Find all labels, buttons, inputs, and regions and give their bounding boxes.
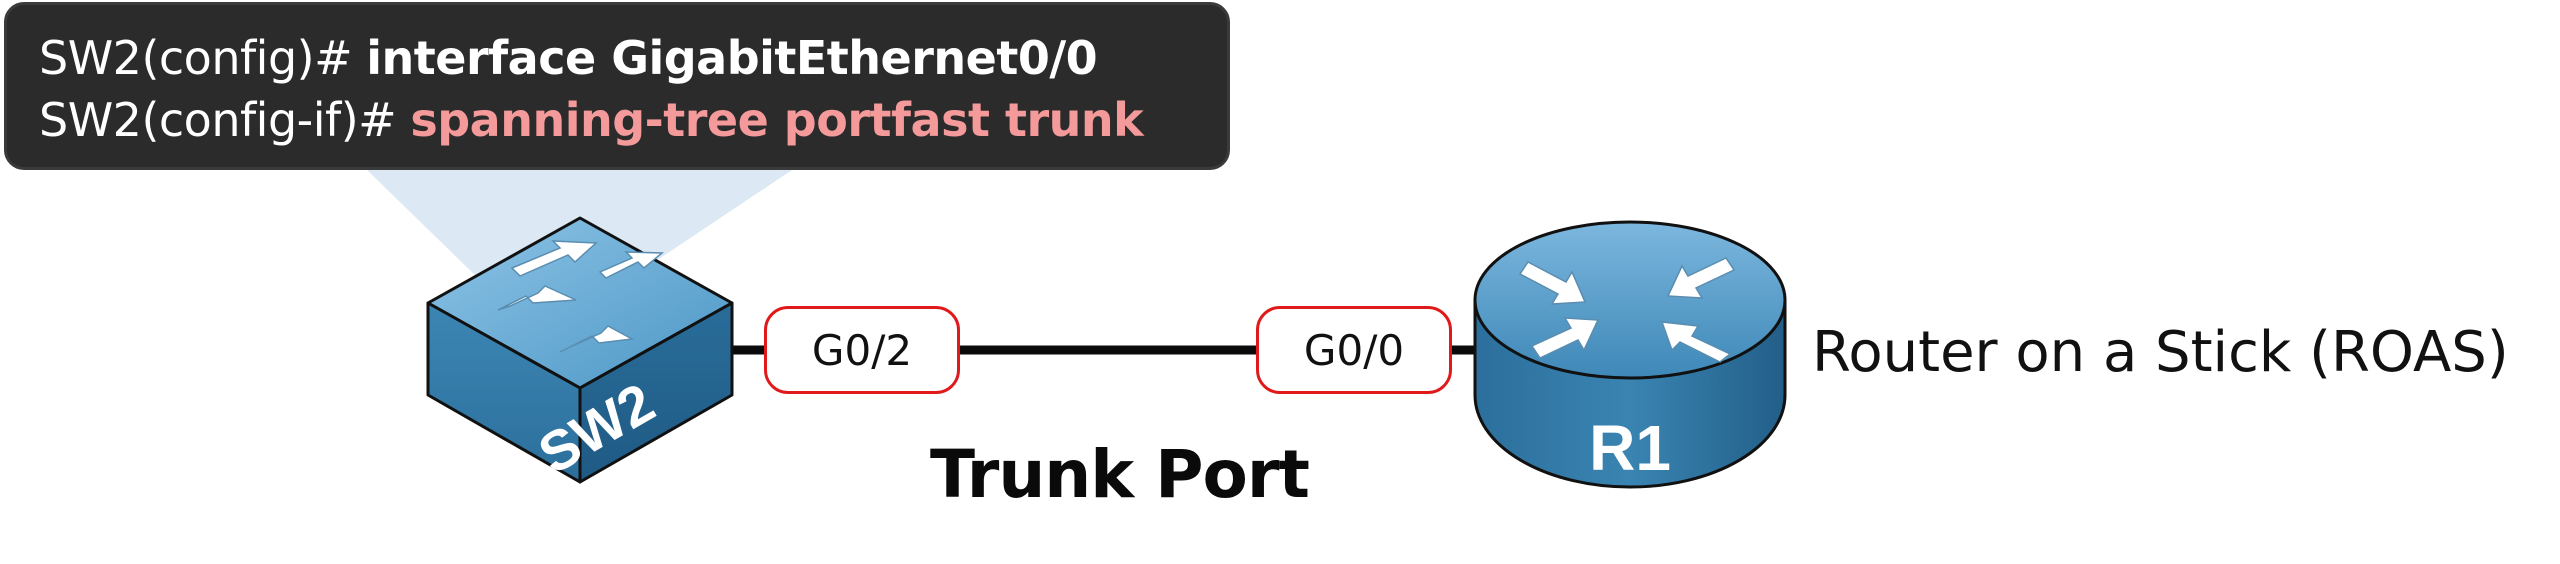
link-title: Trunk Port [930,436,1310,513]
router-port-label: G0/0 [1256,306,1452,394]
switch-port-label: G0/2 [764,306,960,394]
switch-sw2-icon [426,216,734,484]
router-description: Router on a Stick (ROAS) [1812,320,2509,385]
cli-callout: SW2(config)# interface GigabitEthernet0/… [4,2,1230,170]
router-r1-icon [1473,220,1787,489]
cli-prompt: SW2(config)# [39,31,367,85]
cli-line-1: SW2(config)# interface GigabitEthernet0/… [39,27,1227,89]
cli-prompt: SW2(config-if)# [39,93,411,147]
router-name-label: R1 [1589,412,1671,484]
cli-command-highlighted: spanning-tree portfast trunk [410,93,1144,147]
cli-command: interface GigabitEthernet0/0 [366,31,1098,85]
cli-line-2: SW2(config-if)# spanning-tree portfast t… [39,89,1227,151]
